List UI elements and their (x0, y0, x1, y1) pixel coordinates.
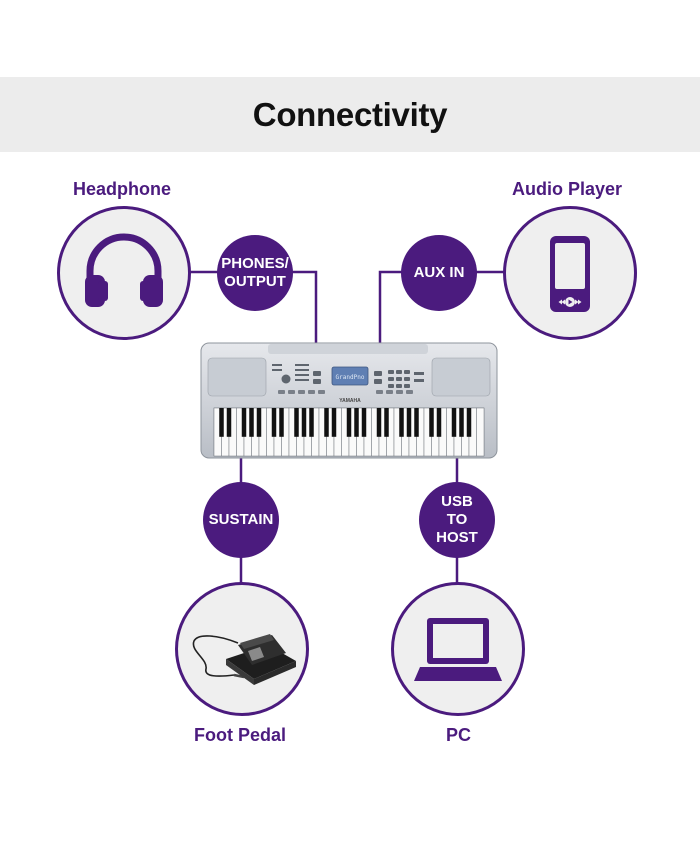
black-key (361, 408, 367, 437)
black-key (271, 408, 277, 437)
black-key (331, 408, 337, 437)
black-key (294, 408, 299, 437)
black-key (436, 408, 442, 437)
black-key (399, 408, 404, 437)
black-key (256, 408, 262, 437)
audio-player-label: Audio Player (512, 179, 623, 199)
pc-circle (391, 582, 525, 716)
headphone-label: Headphone (73, 179, 172, 199)
right-speaker (431, 357, 491, 397)
black-key (451, 408, 457, 437)
lcd-display (331, 366, 369, 386)
phones-output-port: PHONES/ OUTPUT (217, 235, 293, 311)
keyboard-illustration: GrandPno YAMAHA (200, 342, 498, 459)
lcd-text: GrandPno (336, 374, 365, 381)
black-key (384, 408, 389, 437)
aux-in-port: AUX IN (401, 235, 477, 311)
title-banner: Connectivity (0, 77, 700, 152)
black-key (249, 408, 254, 437)
foot-pedal-icon (192, 634, 296, 685)
usb-to-host-port: USB TO HOST (419, 482, 495, 558)
keyboard-brand: YAMAHA (339, 398, 361, 404)
white-keys (213, 407, 485, 457)
audio-player-icon (550, 236, 590, 312)
foot-pedal-label: Foot Pedal (194, 725, 287, 745)
headphone-icon (85, 233, 163, 307)
black-key (226, 408, 232, 437)
sustain-port: SUSTAIN (203, 482, 279, 558)
black-key (301, 408, 307, 437)
black-keys (219, 408, 472, 437)
white-key (476, 407, 485, 457)
page-title: Connectivity (252, 95, 448, 133)
black-key (459, 408, 464, 437)
black-key (346, 408, 352, 437)
black-key (466, 408, 472, 437)
black-key (354, 408, 359, 437)
black-key (241, 408, 247, 437)
left-speaker (207, 357, 267, 397)
black-key (429, 408, 434, 437)
black-key (279, 408, 284, 437)
laptop-icon (414, 618, 502, 681)
audio-player-circle (503, 206, 637, 340)
black-key (324, 408, 329, 437)
black-key (376, 408, 382, 437)
headphone-circle (57, 206, 191, 340)
black-key (414, 408, 419, 437)
foot-pedal-circle (175, 582, 309, 716)
black-key (309, 408, 314, 437)
black-key (406, 408, 412, 437)
pc-label: PC (446, 725, 472, 745)
black-key (219, 408, 224, 437)
